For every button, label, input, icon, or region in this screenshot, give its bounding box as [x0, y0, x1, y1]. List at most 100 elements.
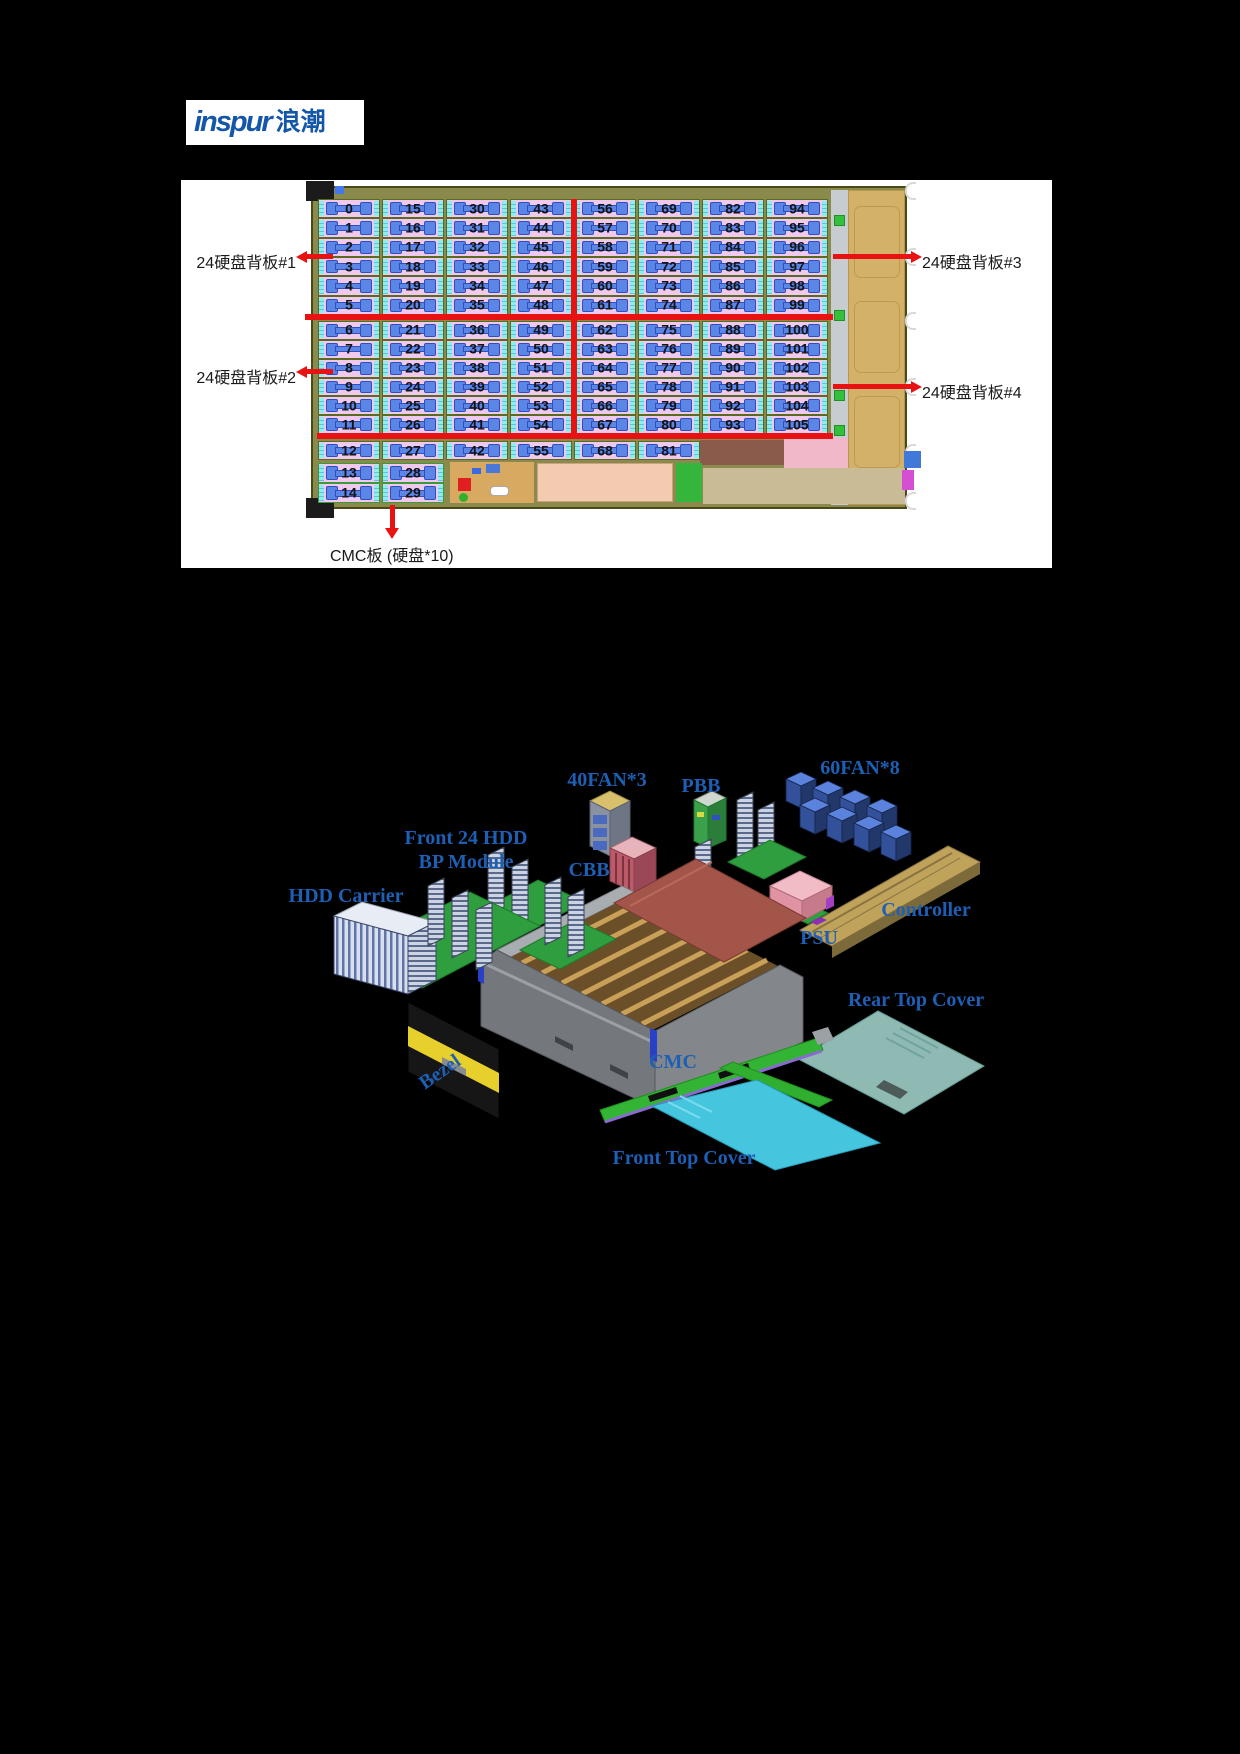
hdd-slot-number: 56 — [597, 200, 613, 217]
red-divider-column — [571, 199, 577, 439]
hdd-slot: 94 — [766, 199, 828, 219]
hdd-slot-number: 45 — [533, 239, 549, 256]
hdd-slot: 41 — [446, 415, 508, 434]
hdd-slot: 96 — [766, 237, 828, 258]
chassis-ear-top — [306, 181, 334, 201]
hdd-slot: 0 — [318, 199, 380, 219]
hdd-slot-number: 69 — [661, 200, 677, 217]
hdd-slot: 17 — [382, 237, 444, 258]
hdd-slot: 12 — [318, 441, 380, 460]
hdd-slot-number: 81 — [661, 442, 677, 459]
cable-hook — [905, 312, 916, 330]
hdd-slot-number: 57 — [597, 219, 613, 236]
backplane2-label: 24硬盘背板#2 — [196, 370, 296, 387]
hdd-slot: 97 — [766, 257, 828, 277]
hdd-slot-number: 105 — [785, 416, 809, 433]
hdd-slot: 9 — [318, 377, 380, 397]
bp2-arrow — [307, 369, 333, 374]
exploded-view-figure — [332, 771, 986, 1171]
hdd-slot-number: 79 — [661, 397, 677, 414]
hdd-slot-number: 25 — [405, 397, 421, 414]
hdd-slot: 73 — [638, 276, 700, 296]
hdd-slot-number: 20 — [405, 296, 421, 313]
hdd-slot: 72 — [638, 257, 700, 277]
hdd-slot: 58 — [574, 237, 636, 258]
hdd-slot: 15 — [382, 199, 444, 219]
hdd-slot: 56 — [574, 199, 636, 219]
hdd-slot-number: 3 — [345, 258, 353, 275]
hdd-slot-number: 43 — [533, 200, 549, 217]
hdd-slot-number: 37 — [469, 340, 485, 357]
rear-connector-blue — [904, 451, 921, 468]
hdd-slot: 13 — [318, 463, 380, 483]
hdd-slot: 67 — [574, 415, 636, 434]
hdd-slot: 26 — [382, 415, 444, 434]
hdd-slot-number: 59 — [597, 258, 613, 275]
hdd-slot: 55 — [510, 441, 572, 460]
hdd-slot-number: 26 — [405, 416, 421, 433]
hdd-slot-number: 70 — [661, 219, 677, 236]
hdd-slot-number: 104 — [785, 397, 809, 414]
hdd-slot-number: 51 — [533, 359, 549, 376]
hdd-slot-number: 101 — [785, 340, 809, 357]
hdd-slot-number: 55 — [533, 442, 549, 459]
hdd-slot-number: 66 — [597, 397, 613, 414]
hdd-slot: 29 — [382, 483, 444, 503]
hdd-slot: 85 — [702, 257, 764, 277]
hdd-slot-number: 49 — [533, 322, 549, 339]
hdd-slot: 22 — [382, 339, 444, 359]
hdd-slot: 99 — [766, 295, 828, 315]
logo-strip: inspur 浪潮 — [186, 100, 364, 145]
hdd-slot: 82 — [702, 199, 764, 219]
hdd-slot-number: 23 — [405, 359, 421, 376]
hdd-slot-number: 77 — [661, 359, 677, 376]
hdd-slot-number: 2 — [345, 239, 353, 256]
hdd-slot-number: 92 — [725, 397, 741, 414]
cmc-board-label: CMC板 (硬盘*10) — [330, 548, 454, 565]
hdd-slot-number: 7 — [345, 340, 353, 357]
hdd-slot-number: 4 — [345, 277, 353, 294]
hdd-slot: 8 — [318, 358, 380, 378]
hdd-slot: 60 — [574, 276, 636, 296]
hdd-slot: 30 — [446, 199, 508, 219]
red-divider-row6 — [305, 314, 833, 320]
hdd-slot-number: 22 — [405, 340, 421, 357]
hdd-slot: 37 — [446, 339, 508, 359]
hdd-slot: 35 — [446, 295, 508, 315]
hdd-slot: 7 — [318, 339, 380, 359]
cmc-arrow — [390, 505, 395, 528]
hdd-slot-number: 44 — [533, 219, 549, 236]
hdd-slot: 87 — [702, 295, 764, 315]
hdd-slot-number: 31 — [469, 219, 485, 236]
hdd-slot-number: 16 — [405, 219, 421, 236]
bp4-arrowhead — [911, 381, 922, 393]
hdd-slot-number: 40 — [469, 397, 485, 414]
hdd-slot: 46 — [510, 257, 572, 277]
hdd-slot: 91 — [702, 377, 764, 397]
hdd-slot-number: 39 — [469, 378, 485, 395]
hdd-slot-number: 58 — [597, 239, 613, 256]
hdd-slot-number: 27 — [405, 442, 421, 459]
hdd-slot: 4 — [318, 276, 380, 296]
hdd-slot: 51 — [510, 358, 572, 378]
controller-3d — [790, 845, 982, 958]
hdd-slot-number: 50 — [533, 340, 549, 357]
hdd-slot: 52 — [510, 377, 572, 397]
hdd-slot-number: 11 — [341, 416, 357, 433]
hdd-slot-number: 99 — [789, 296, 805, 313]
bp3-arrowhead — [911, 251, 922, 263]
hdd-slot: 11 — [318, 415, 380, 434]
hdd-slot: 104 — [766, 396, 828, 416]
hdd-slot: 84 — [702, 237, 764, 258]
hdd-slot-number: 41 — [469, 416, 485, 433]
rear-connector-magenta — [902, 470, 914, 490]
hdd-slot-number: 95 — [789, 219, 805, 236]
hdd-slot: 95 — [766, 218, 828, 238]
hdd-slot-number: 8 — [345, 359, 353, 376]
hdd-slot-number: 86 — [725, 277, 741, 294]
hdd-slot: 98 — [766, 276, 828, 296]
fan60-3d — [785, 771, 912, 862]
hdd-slot: 33 — [446, 257, 508, 277]
hdd-slot: 48 — [510, 295, 572, 315]
